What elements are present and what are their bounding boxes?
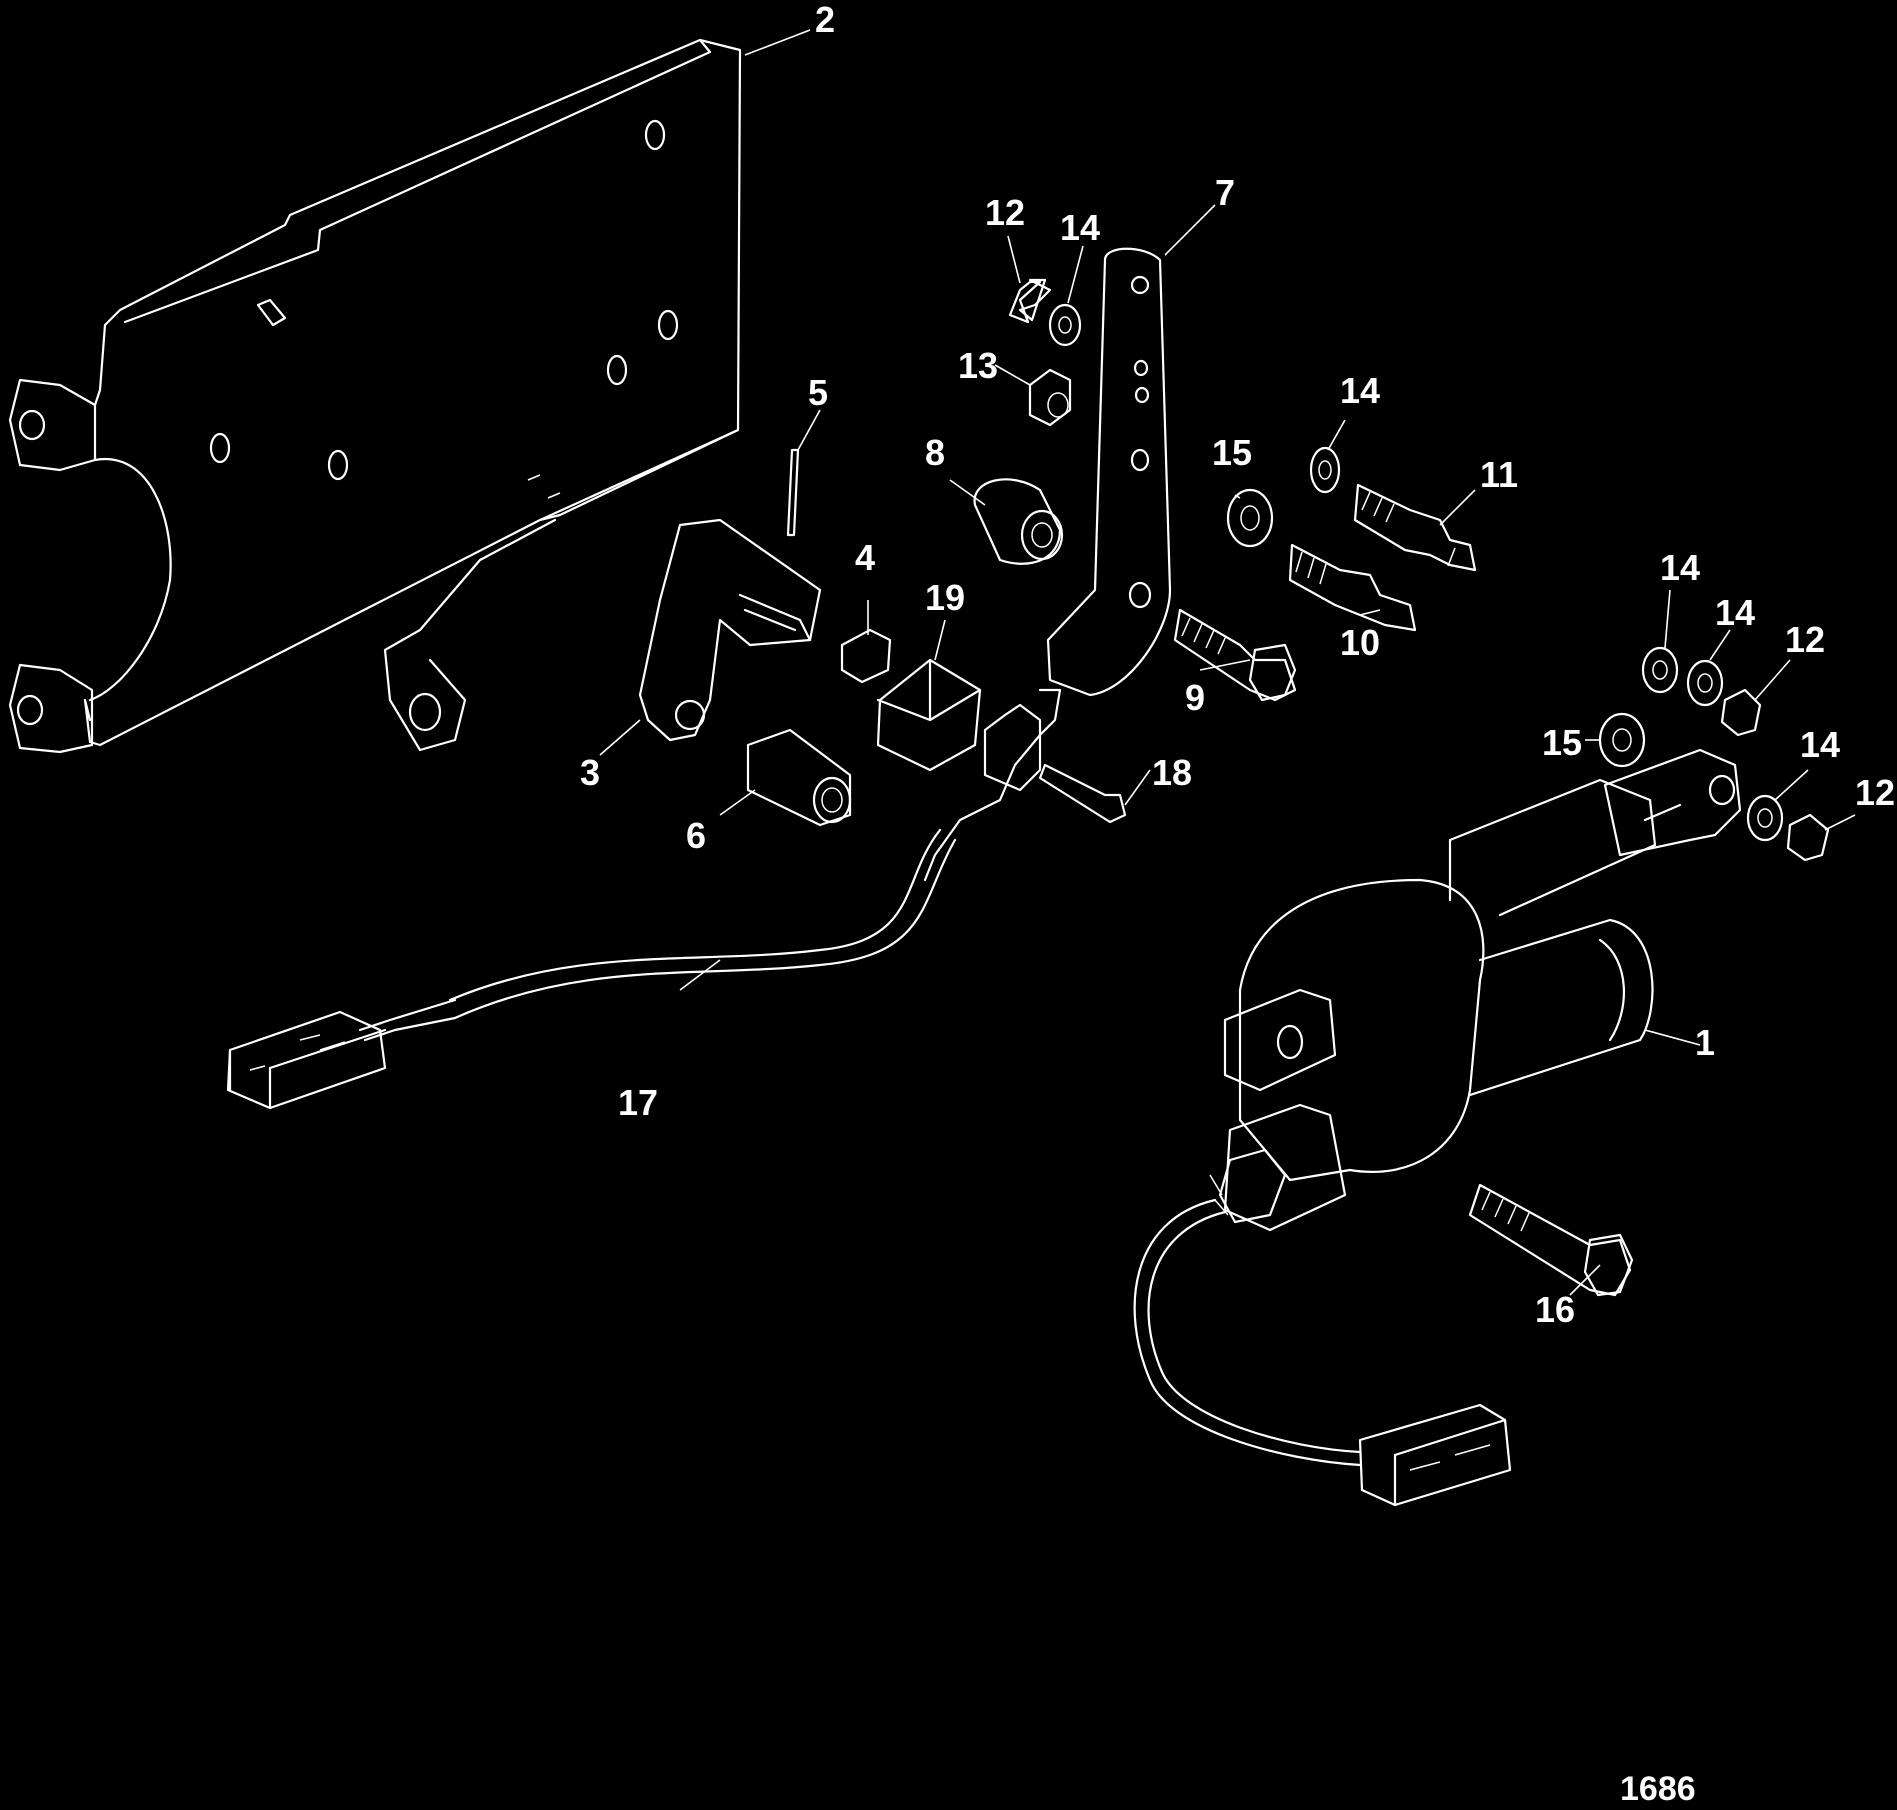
callout-13: 13 [958, 345, 998, 386]
washer-14e [1746, 794, 1784, 842]
callout-15-lower: 15 [1542, 722, 1582, 763]
nut-13 [1028, 368, 1072, 427]
callout-11: 11 [1480, 454, 1518, 495]
callout-9: 9 [1185, 677, 1205, 718]
callout-17: 17 [618, 1082, 658, 1123]
wiring-harness-17 [226, 688, 1062, 1110]
callout-2: 2 [815, 0, 835, 40]
callout-14-top: 14 [1060, 207, 1100, 248]
upper-washer-14 [1048, 303, 1082, 347]
upper-nut-12 [1008, 278, 1052, 324]
washer-15b [1598, 712, 1646, 768]
washer-14b [1309, 446, 1341, 494]
washer-14c [1641, 646, 1679, 694]
large-bushing [746, 728, 852, 827]
callout-8: 8 [925, 432, 945, 473]
callout-6: 6 [686, 815, 706, 856]
callout-5: 5 [808, 372, 828, 413]
callout-16: 16 [1535, 1289, 1575, 1330]
nut-12c [1786, 813, 1830, 862]
callout-labels: 1 2 3 4 5 6 7 8 9 10 11 12 12 12 13 14 1… [580, 0, 1895, 1330]
nut-12b [1720, 688, 1762, 737]
callout-7: 7 [1215, 172, 1235, 213]
callout-12-mid: 12 [1785, 619, 1825, 660]
callout-4: 4 [855, 537, 875, 578]
bolt-9 [1173, 608, 1297, 702]
callout-18: 18 [1152, 752, 1192, 793]
small-bushing [840, 628, 892, 684]
callout-14-right-c: 14 [1800, 724, 1840, 765]
callout-3: 3 [580, 752, 600, 793]
figure-number: 1686 [1620, 1770, 1696, 1808]
leader-lines [599, 29, 1856, 1296]
callout-14-studs: 14 [1340, 370, 1380, 411]
lever-arm [638, 518, 822, 742]
callout-14-right-b: 14 [1715, 592, 1755, 633]
stud-11 [1353, 483, 1477, 572]
callout-12-bottom: 12 [1855, 772, 1895, 813]
spacer [973, 478, 1064, 565]
callout-14-right-a: 14 [1660, 547, 1700, 588]
link-arm [1046, 247, 1172, 697]
washer-14d [1686, 659, 1724, 707]
callout-15-upper: 15 [1212, 432, 1252, 473]
screw-18 [1038, 763, 1127, 824]
electric-actuator [1133, 748, 1742, 1507]
roll-pin [786, 448, 800, 537]
callout-12-top: 12 [985, 192, 1025, 233]
callout-1: 1 [1695, 1022, 1715, 1063]
callout-19: 19 [925, 577, 965, 618]
bolt-16 [1468, 1183, 1634, 1297]
mounting-plate [8, 38, 742, 754]
washer-15a [1226, 488, 1274, 548]
switch-block [876, 658, 982, 772]
stud-10 [1288, 543, 1417, 632]
callout-10: 10 [1340, 622, 1380, 663]
